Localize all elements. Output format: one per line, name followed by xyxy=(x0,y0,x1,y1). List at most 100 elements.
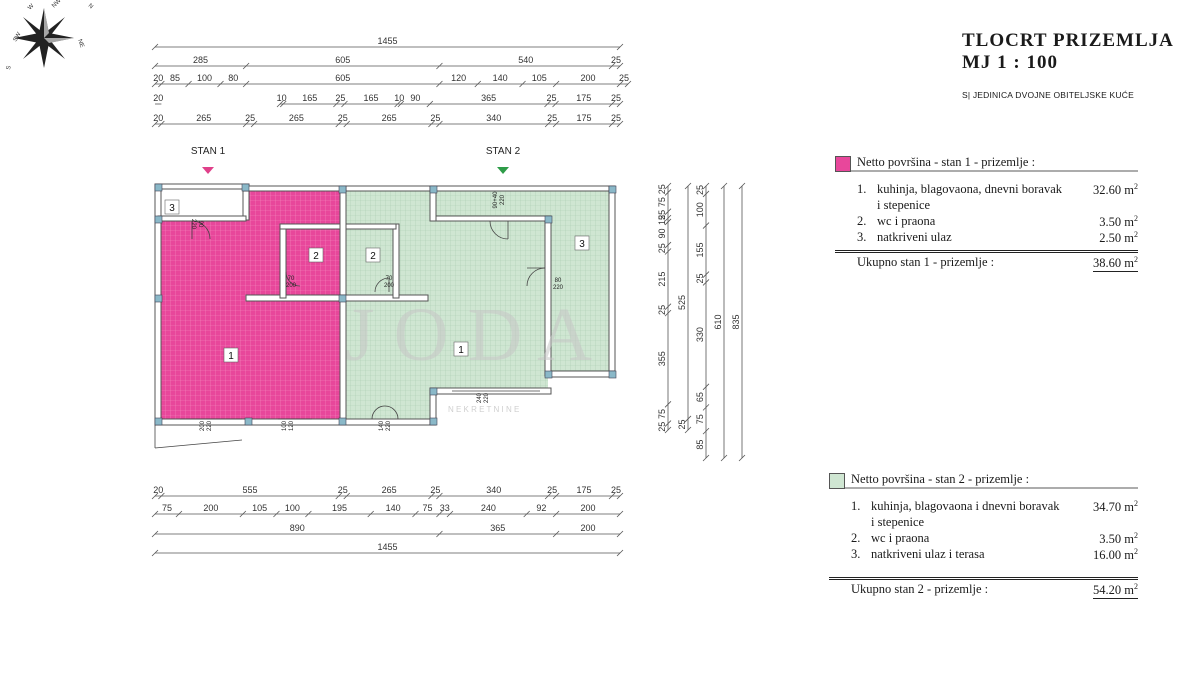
columns xyxy=(154,183,617,426)
dimension-label: 355 xyxy=(657,351,667,366)
svg-text:200: 200 xyxy=(200,420,206,431)
dimension-label: 200 xyxy=(203,503,218,513)
svg-text:80: 80 xyxy=(555,278,562,284)
dimension-label: 105 xyxy=(532,73,547,83)
dimension-label: 200 xyxy=(581,523,596,533)
compass-label: N xyxy=(87,3,94,10)
dimension-label: 25 xyxy=(611,113,621,123)
dimension-label: 200 xyxy=(581,503,596,513)
dimension-label: 25 xyxy=(335,93,345,103)
legend-1-item-1-cont: i stepenice xyxy=(877,198,931,212)
dimension-label: 265 xyxy=(382,485,397,495)
dimension-label: 92 xyxy=(536,503,546,513)
svg-text:STAN 1: STAN 1 xyxy=(191,146,226,157)
dimension-label: 90 xyxy=(410,93,420,103)
svg-text:220: 220 xyxy=(386,420,392,431)
dim-right-col-3 xyxy=(702,182,710,462)
compass-label: NE xyxy=(76,39,84,49)
dimension-label: 555 xyxy=(243,485,258,495)
svg-text:220: 220 xyxy=(207,420,213,431)
svg-text:200: 200 xyxy=(286,283,297,289)
dimension-label: 20 xyxy=(153,93,163,103)
room-number-tag: 2 xyxy=(308,247,324,263)
svg-text:240: 240 xyxy=(477,392,483,403)
dimension-label: 20 xyxy=(153,73,163,83)
dimension-label: 120 xyxy=(451,73,466,83)
dimension-label: 140 xyxy=(493,73,508,83)
compass-rose-icon xyxy=(14,8,74,68)
svg-text:220: 220 xyxy=(484,392,490,403)
compass-label: S xyxy=(6,65,13,70)
dimension-label: 25 xyxy=(611,55,621,65)
dimension-label: 75 xyxy=(162,503,172,513)
dimension-label: 90 xyxy=(657,229,667,239)
room-number-tag: 3 xyxy=(164,199,180,215)
dim-right-col-5 xyxy=(738,182,746,462)
dimension-label: 25 xyxy=(657,184,667,194)
dimension-label: 365 xyxy=(481,93,496,103)
dimension-label: 25 xyxy=(547,93,557,103)
svg-text:70: 70 xyxy=(288,276,295,282)
dimension-label: 75 xyxy=(657,197,667,207)
dimension-label: 540 xyxy=(518,55,533,65)
dim-top-row-2 xyxy=(151,62,624,70)
dimension-label: 25 xyxy=(657,210,667,220)
dimension-label: 100 xyxy=(285,503,300,513)
dimension-label: 265 xyxy=(382,113,397,123)
dimension-label: 340 xyxy=(486,113,501,123)
area-legend-stan-1: Netto površina - stan 1 - prizemlje : 1.… xyxy=(835,154,1138,273)
compass-label: W xyxy=(27,3,35,11)
dimension-label: 65 xyxy=(695,392,705,402)
entrance-arrow-icon xyxy=(497,167,509,174)
svg-text:200: 200 xyxy=(384,283,395,289)
dimension-label: 25 xyxy=(338,485,348,495)
dimension-label: 165 xyxy=(302,93,317,103)
legend-2-item-2: 2. wc i praona 3.50 m2 xyxy=(851,531,1138,547)
dimension-label: 140 xyxy=(386,503,401,513)
legend-1-double-rule xyxy=(835,250,1138,253)
dimension-label: 215 xyxy=(657,272,667,287)
dimension-label: 195 xyxy=(332,503,347,513)
legend-2-item-3: 3. natkriveni ulaz i terasa 16.00 m2 xyxy=(851,547,1138,563)
dimension-label: 25 xyxy=(657,422,667,432)
stan-1-color-swatch xyxy=(835,156,851,172)
dimension-label: 80 xyxy=(228,73,238,83)
svg-text:140: 140 xyxy=(379,420,385,431)
room-number-tag: 1 xyxy=(223,347,239,363)
dim-top-row-5 xyxy=(151,120,624,128)
dimension-label: 340 xyxy=(486,485,501,495)
room-number-tag: 3 xyxy=(574,235,590,251)
dimension-label: 610 xyxy=(713,314,723,329)
dimension-label: 25 xyxy=(430,485,440,495)
svg-text:220: 220 xyxy=(500,194,506,205)
dimension-label: 605 xyxy=(335,55,350,65)
dimension-label: 75 xyxy=(422,503,432,513)
dim-right-col-2 xyxy=(684,182,692,434)
stan-2-color-swatch xyxy=(829,473,845,489)
dimension-label: 25 xyxy=(547,113,557,123)
legend-1-item-2: 2. wc i praona 3.50 m2 xyxy=(857,214,1138,230)
dimension-label: 835 xyxy=(731,314,741,329)
dimension-label: 25 xyxy=(657,243,667,253)
svg-text:3: 3 xyxy=(169,203,175,214)
dimension-label: 25 xyxy=(619,73,629,83)
dimension-label: 33 xyxy=(440,503,450,513)
drawing-subtitle: S| JEDINICA DVOJNE OBITELJSKE KUĆE xyxy=(962,90,1134,100)
svg-text:220: 220 xyxy=(553,285,564,291)
walls xyxy=(154,183,616,426)
dimension-label: 20 xyxy=(153,113,163,123)
legend-2-header: Netto površina - stan 2 - prizemlje : xyxy=(851,472,1030,486)
dimension-label: 25 xyxy=(547,485,557,495)
svg-text:STAN 2: STAN 2 xyxy=(486,146,521,157)
dimension-label: 85 xyxy=(170,73,180,83)
watermark-text: J O D A xyxy=(345,293,592,377)
watermark-subtext: N E K R E T N I N E xyxy=(448,405,519,414)
dimension-label: 365 xyxy=(490,523,505,533)
dim-right-col-1 xyxy=(664,182,672,434)
